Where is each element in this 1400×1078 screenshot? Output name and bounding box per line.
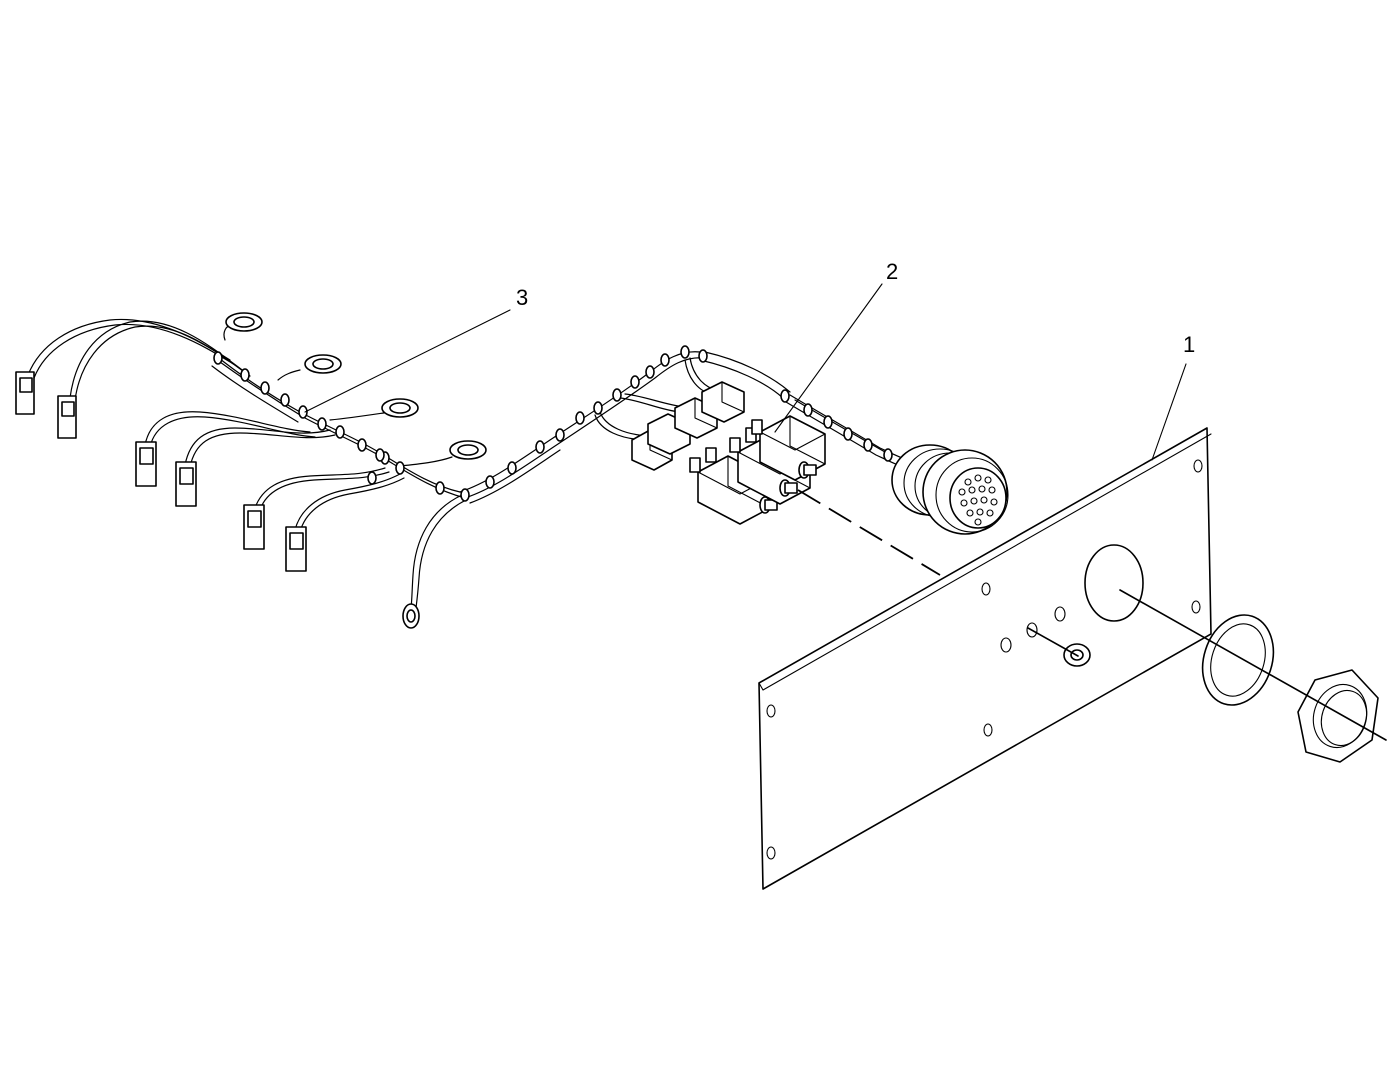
panel-connector-cutout — [1084, 544, 1144, 622]
round-connector — [891, 444, 1009, 535]
callout-2: 2 — [886, 259, 898, 284]
mounting-panel — [758, 427, 1212, 890]
callout-1: 1 — [1183, 332, 1195, 357]
callout-leaders — [304, 283, 1187, 461]
tie-straps — [213, 345, 893, 502]
assembly-axis-lines — [797, 489, 1387, 741]
hex-nut — [1297, 669, 1379, 763]
relay-switches — [689, 415, 826, 525]
ring-terminals — [225, 312, 487, 629]
panel-mounting-holes — [766, 459, 1203, 860]
lock-washer — [1201, 614, 1275, 706]
wiring-harness — [15, 312, 1009, 629]
callout-3: 3 — [516, 285, 528, 310]
harness-plug-connectors — [15, 371, 307, 572]
switch-lead-connectors — [631, 381, 745, 471]
connector-pins — [958, 474, 998, 526]
callout-labels: 3 2 1 — [516, 259, 1195, 357]
